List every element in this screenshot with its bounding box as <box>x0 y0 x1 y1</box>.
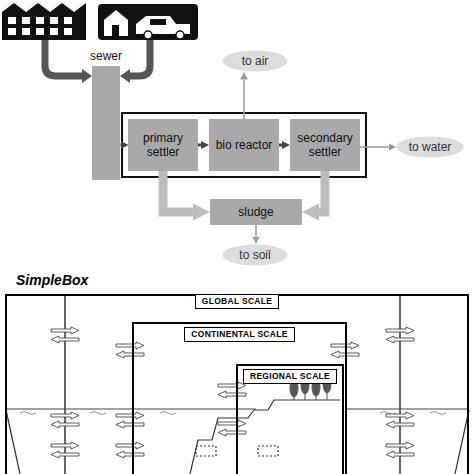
process-box: secondary settler <box>290 119 360 171</box>
flow-arrow <box>243 80 245 120</box>
node-label: CONTINENTAL SCALE <box>184 327 294 342</box>
household-icon <box>2 3 86 40</box>
node-label: secondary settler <box>290 131 360 159</box>
panel-title: SimpleBox <box>16 272 88 288</box>
flow-arrow <box>279 144 282 147</box>
node-label: sludge <box>238 205 273 219</box>
flow-arrow <box>119 144 123 147</box>
sink-ellipse: to water <box>396 136 464 158</box>
node-label: to soil <box>239 248 270 262</box>
node-label: GLOBAL SCALE <box>195 294 280 309</box>
process-box: sludge <box>210 199 302 225</box>
scale-box: CONTINENTAL SCALE REGIONAL SCALE <box>132 322 347 474</box>
node-label: primary settler <box>128 131 198 159</box>
scale-box: GLOBAL SCALE CONTINENTAL SCALE REGIONAL SC… <box>5 294 469 474</box>
flow-arrow <box>360 146 389 148</box>
sink-ellipse: to soil <box>222 244 288 266</box>
flow-arrow <box>163 171 193 212</box>
node-label: to water <box>409 140 452 154</box>
node-label: REGIONAL SCALE <box>243 369 337 384</box>
exchange-arrows <box>51 327 414 458</box>
flow-arrow <box>198 144 201 147</box>
sewer-pipe: sewer <box>92 66 120 180</box>
plant-outline <box>122 113 366 177</box>
flow-arrow <box>255 225 257 237</box>
sink-ellipse: to air <box>222 50 288 72</box>
flow-arrow <box>319 171 325 212</box>
process-box: primary settler <box>128 119 198 171</box>
node-label: bio reactor <box>216 138 273 152</box>
process-box: bio reactor <box>209 119 279 171</box>
node-label: sewer <box>90 49 122 63</box>
industry-icon <box>98 4 198 40</box>
node-label: to air <box>242 54 269 68</box>
scale-box: REGIONAL SCALE <box>236 364 344 474</box>
